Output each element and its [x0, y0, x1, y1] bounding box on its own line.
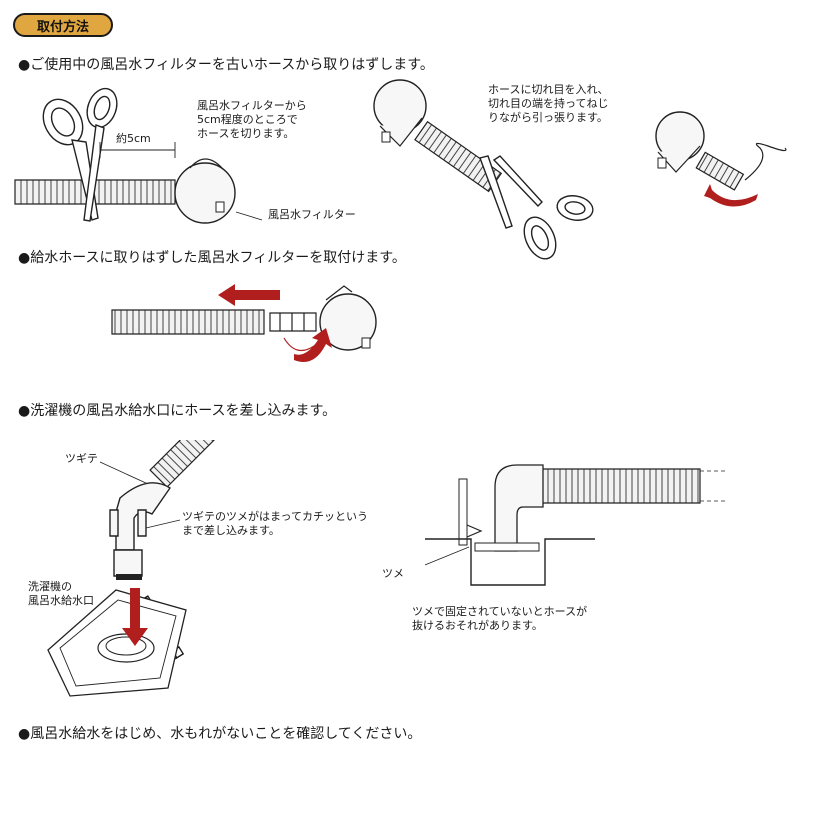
insert-arrow-icon	[122, 588, 148, 646]
bath-filter	[175, 163, 235, 223]
tsugite-coupling	[495, 465, 543, 551]
direction-arrow-icon	[218, 284, 280, 306]
snap-instruction: ツギテのツメがはまってカチッという まで差し込みます。	[182, 510, 369, 537]
supply-hose	[112, 310, 264, 334]
step-4-title: ●風呂水給水をはじめ、水もれがないことを確認してください。	[18, 726, 422, 742]
bath-filter	[320, 294, 376, 350]
section-badge: 取付方法	[13, 13, 113, 37]
inlet-label: 洗濯機の 風呂水給水口	[28, 580, 94, 607]
tsume-label: ツメ	[382, 567, 404, 580]
illustration-insert-coupling	[30, 440, 230, 710]
measure-label: 約5cm	[116, 132, 151, 145]
illustration-twist-off	[640, 100, 800, 207]
warning-note: ツメで固定されていないとホースが 抜けるおそれがあります。	[412, 605, 588, 632]
tsugite-label: ツギテ	[65, 452, 98, 465]
twist-arrow-icon	[704, 184, 758, 207]
step-2-title: ●給水ホースに取りはずした風呂水フィルターを取付けます。	[18, 250, 406, 266]
illustration-cross-section	[425, 455, 725, 595]
twist-arrow-icon	[294, 328, 332, 362]
inlet-housing	[425, 539, 595, 585]
illustration-cut-hose	[0, 80, 380, 240]
illustration-slit-hose	[360, 76, 610, 266]
tsugite-coupling	[110, 483, 170, 576]
step-1-title: ●ご使用中の風呂水フィルターを古いホースから取りはずします。	[18, 57, 434, 73]
illustration-attach-filter	[100, 284, 400, 362]
step-3-title: ●洗濯機の風呂水給水口にホースを差し込みます。	[18, 403, 337, 419]
supply-hose	[540, 469, 700, 503]
scissors-icon	[480, 156, 595, 264]
pull-instruction: ホースに切れ目を入れ、 切れ目の端を持ってねじ りながら引っ張ります。	[488, 83, 609, 124]
cut-instruction: 風呂水フィルターから 5cm程度のところで ホースを切ります。	[197, 99, 307, 140]
hose-stub	[696, 152, 743, 190]
supply-hose	[150, 440, 216, 487]
filter-label: 風呂水フィルター	[268, 208, 356, 221]
scissors-icon	[35, 84, 122, 221]
hose-nozzle	[270, 313, 316, 331]
